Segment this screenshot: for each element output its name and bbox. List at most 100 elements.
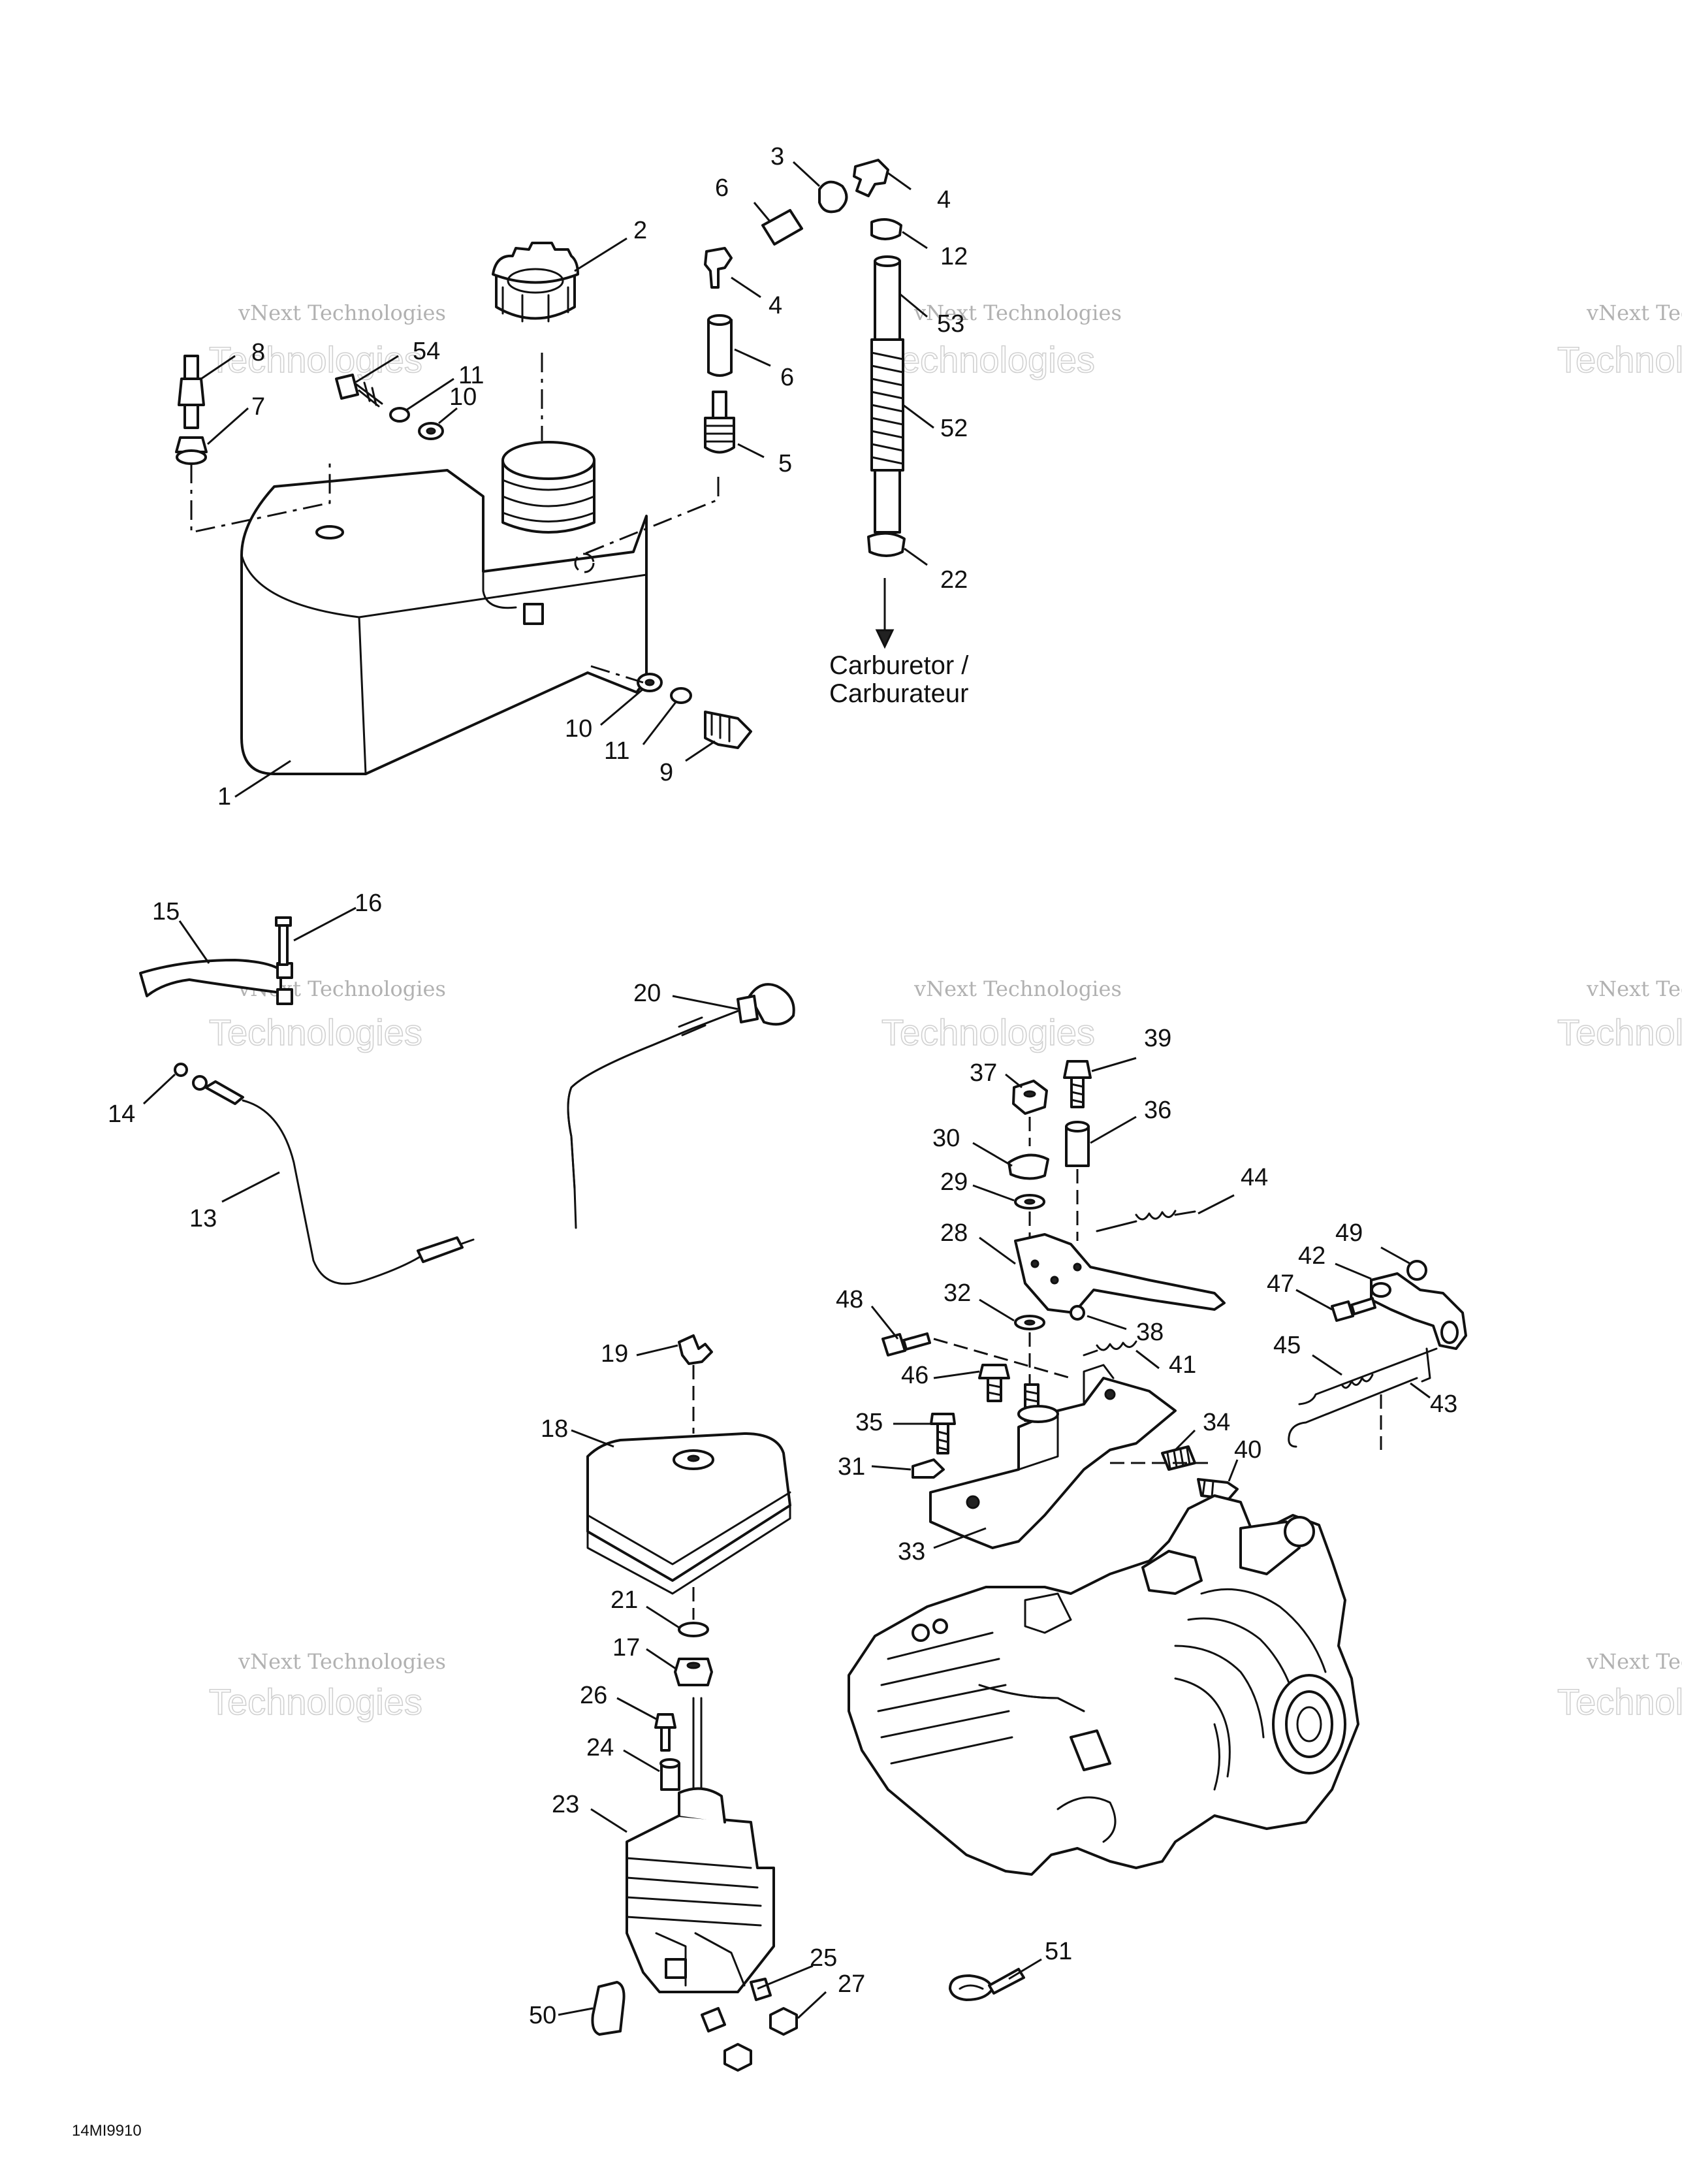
watermark-text: vNext Technologies <box>1586 976 1682 1001</box>
flywheel-fin <box>1200 1588 1327 1673</box>
callout-32: 32 <box>944 1279 971 1307</box>
screw-54 <box>335 374 383 408</box>
leader-16 <box>293 907 357 942</box>
engine-cover <box>1024 1592 1072 1634</box>
watermark-text: vNext Technologies <box>238 300 446 325</box>
leader-4-lower <box>731 276 761 298</box>
callout-49: 49 <box>1335 1219 1363 1247</box>
leader-48 <box>870 1306 899 1340</box>
cable-tie-51 <box>949 1968 1025 2001</box>
watermark-outline: Technologies <box>881 1012 1095 1053</box>
callout-9: 9 <box>659 759 673 786</box>
hose-6-upper <box>761 209 803 246</box>
callout-10: 10 <box>449 383 477 411</box>
engine-boss <box>1284 1516 1315 1547</box>
callout-54: 54 <box>413 338 440 365</box>
leader-8 <box>200 355 236 380</box>
leader-19 <box>636 1344 678 1357</box>
callout-12: 12 <box>940 243 968 270</box>
leader-28 <box>979 1236 1016 1265</box>
callout-4: 4 <box>937 186 951 214</box>
elbow-fitting-4 <box>853 159 889 197</box>
callout-39: 39 <box>1144 1025 1171 1052</box>
callout-3: 3 <box>770 143 784 170</box>
watermark-outline: Technologies <box>209 1681 422 1722</box>
leader-22 <box>904 547 928 566</box>
callout-53: 53 <box>937 310 964 338</box>
engine-governor-arm <box>1141 1550 1203 1595</box>
leader-52 <box>902 404 934 429</box>
nut-27-b <box>769 2007 798 2036</box>
callout-29: 29 <box>940 1168 968 1196</box>
callout-38: 38 <box>1136 1319 1164 1346</box>
screw-26 <box>654 1713 676 1752</box>
callout-17: 17 <box>612 1634 640 1662</box>
washer-10-hole <box>426 427 436 435</box>
hose-end <box>707 314 732 326</box>
leader-27 <box>797 1991 827 2019</box>
bolt-48 <box>881 1332 931 1357</box>
spacer-36-top <box>1065 1121 1090 1132</box>
callout-47: 47 <box>1267 1270 1294 1298</box>
leader-29 <box>972 1184 1015 1202</box>
watermark: vNext Technologies Technologies <box>1557 1649 1682 1723</box>
leader-7 <box>207 407 249 445</box>
lever-hook <box>1421 1347 1431 1383</box>
leader-40 <box>1228 1459 1239 1482</box>
callout-33: 33 <box>898 1538 925 1566</box>
throttle-lever-42 <box>1370 1272 1467 1350</box>
leader-13 <box>221 1171 280 1203</box>
callout-35: 35 <box>855 1409 883 1436</box>
leader-50 <box>558 2007 594 2016</box>
governor-rod-45 <box>1298 1347 1438 1405</box>
callout-16: 16 <box>355 890 382 917</box>
fuel-strainer-5 <box>704 391 735 454</box>
callout-48: 48 <box>836 1286 863 1313</box>
flywheel-fin <box>1213 1723 1220 1791</box>
leader-1 <box>234 760 291 798</box>
governor-lever-28 <box>1014 1233 1226 1314</box>
callout-26: 26 <box>580 1682 607 1709</box>
callout-37: 37 <box>970 1059 997 1087</box>
air-filter-assembly <box>586 1334 798 2072</box>
leader-46 <box>933 1370 980 1379</box>
callout-50: 50 <box>529 2002 556 2029</box>
governor-bracket-33 <box>929 1364 1177 1549</box>
lever-housing <box>276 988 293 1005</box>
callout-1: 1 <box>217 783 231 811</box>
leader-45 <box>1312 1354 1342 1376</box>
choke-cable-20 <box>567 983 795 1229</box>
leader-43 <box>1410 1382 1431 1399</box>
hose-53-lower <box>874 469 901 534</box>
leader-53 <box>899 293 928 318</box>
watermark-text: vNext Technologies <box>913 976 1122 1001</box>
callout-6-lower: 6 <box>780 364 794 391</box>
nut-17-hole <box>686 1662 701 1669</box>
leader-30 <box>972 1142 1013 1167</box>
flywheel-fin <box>1187 1617 1297 1706</box>
carburetor-arrow-head <box>875 629 895 649</box>
fuel-filter-3 <box>818 180 848 214</box>
leader-41 <box>1135 1349 1160 1370</box>
throttle-cable-13 <box>192 1075 475 1285</box>
spacer-top <box>659 1758 680 1769</box>
screw-35 <box>930 1413 956 1454</box>
callout-28: 28 <box>940 1219 968 1247</box>
washer-32-hole <box>1024 1319 1036 1326</box>
rod-43 <box>1288 1377 1418 1435</box>
leader-34 <box>1174 1429 1196 1451</box>
tank-fitting-port <box>523 603 544 625</box>
alignment-line <box>584 477 720 555</box>
leader-11 <box>405 377 454 411</box>
watermark-outline: Technologies <box>881 339 1095 380</box>
elbow-fitting-4-lower <box>704 247 733 289</box>
leader-51 <box>1008 1958 1042 1980</box>
leader-31 <box>871 1465 912 1471</box>
watermark-outline: Technologies <box>209 1012 422 1053</box>
leader-5 <box>737 443 765 458</box>
callout-11-lower: 11 <box>604 737 629 765</box>
spacer-25-b <box>750 1978 772 2001</box>
leader-33 <box>933 1527 987 1549</box>
engine-port <box>1070 1729 1111 1771</box>
